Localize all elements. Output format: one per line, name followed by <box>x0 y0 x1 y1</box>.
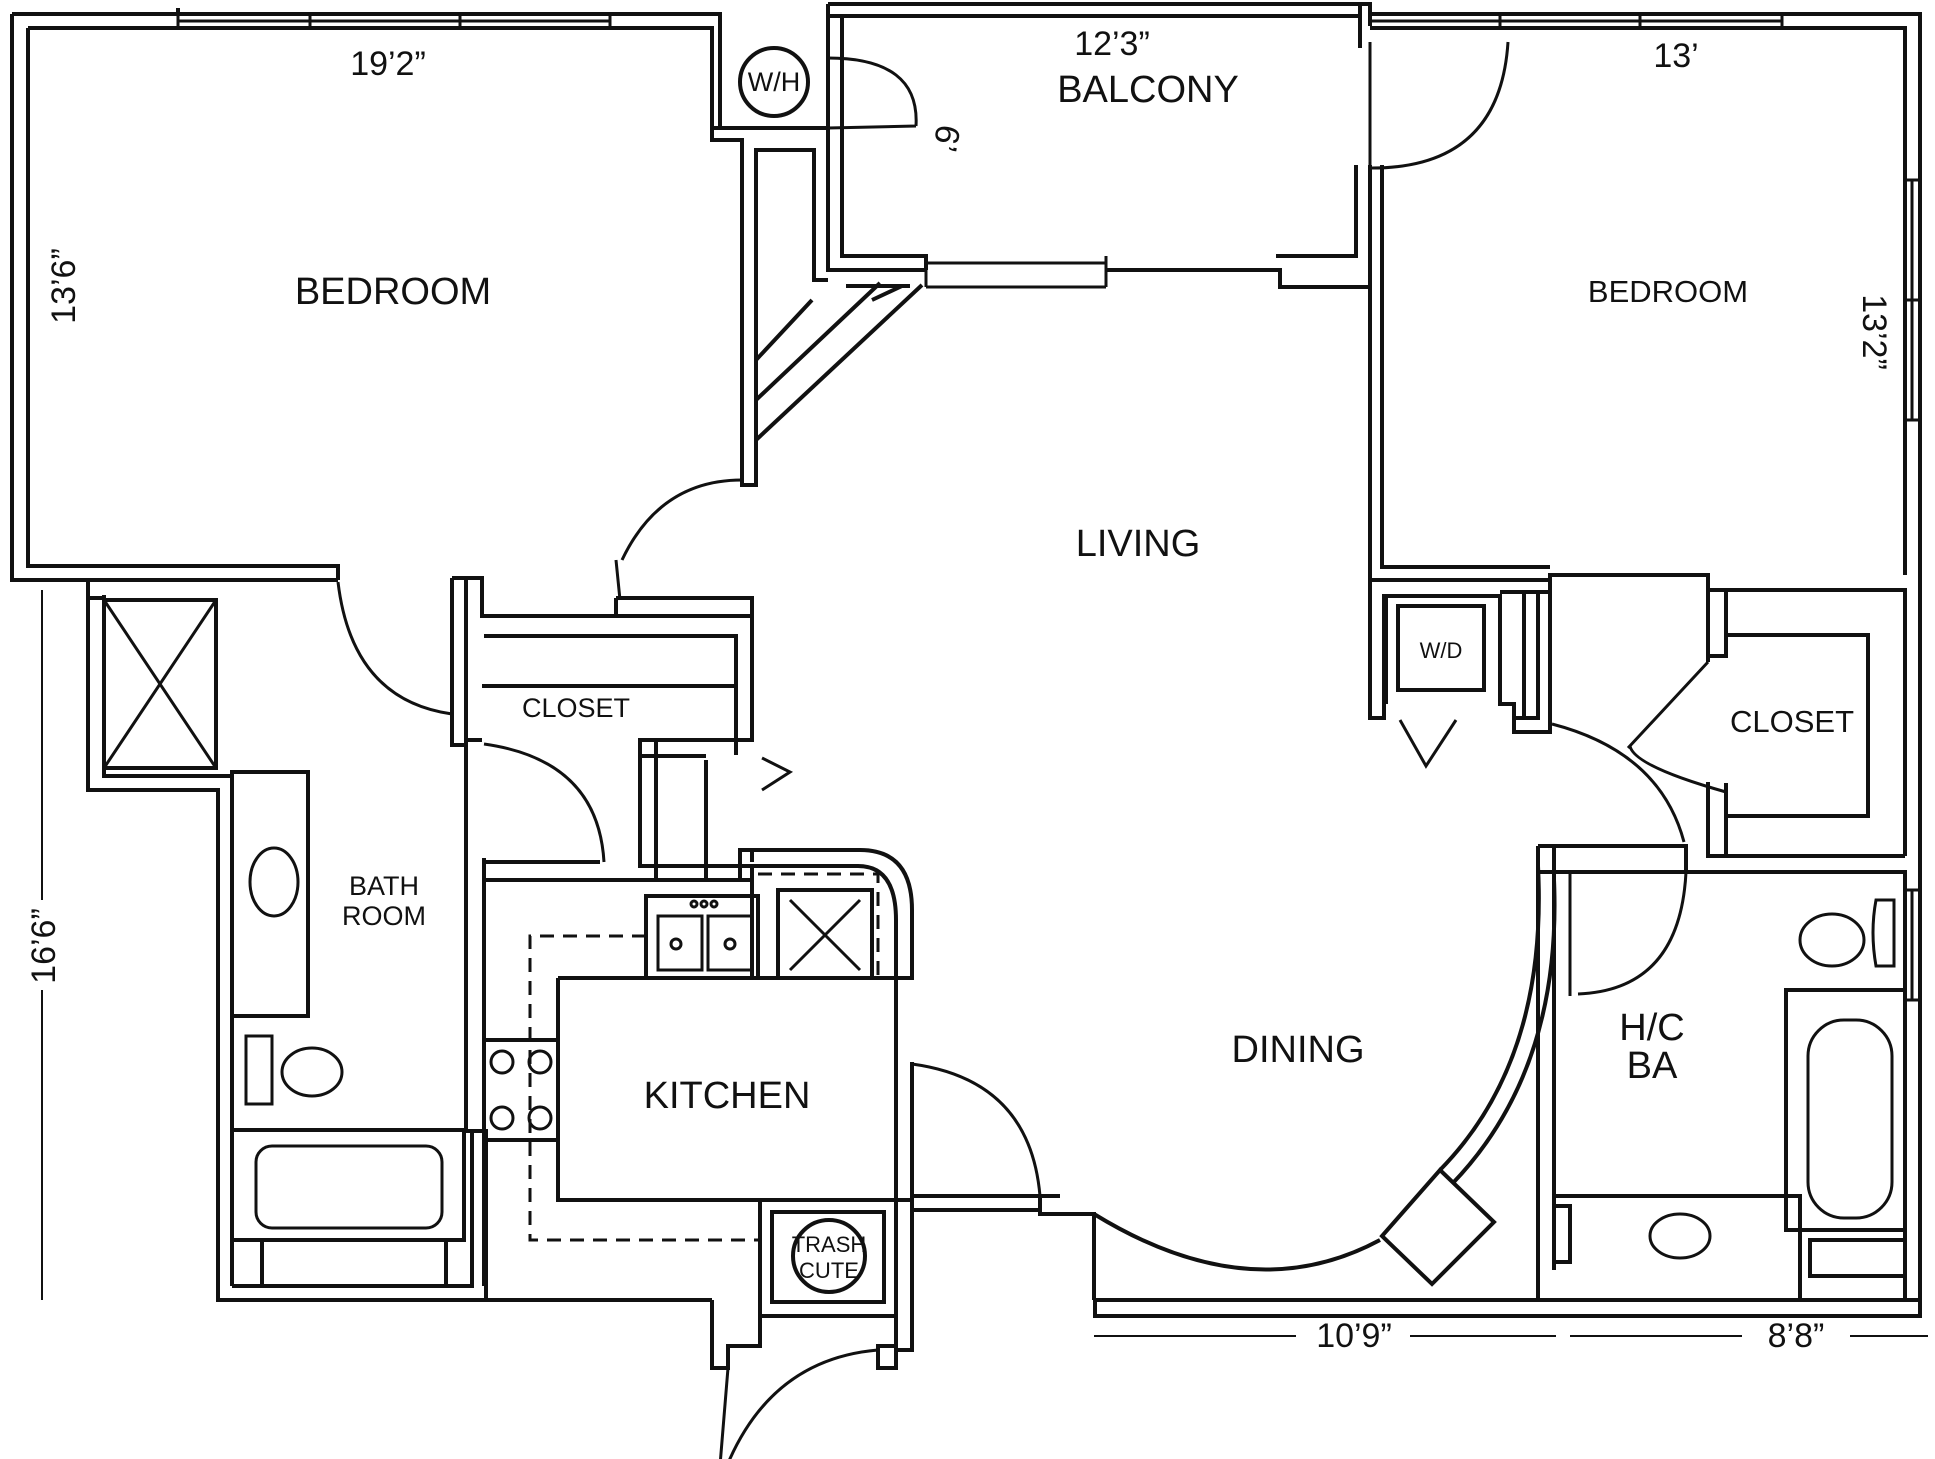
dim-label-bedroom-left-width: 19’2” <box>350 45 426 83</box>
fixture-label-water-heater: W/H <box>748 67 800 97</box>
dim-label-overall-left-depth: 16’6” <box>25 908 63 984</box>
room-label-living: LIVING <box>1076 523 1201 565</box>
fixture-label-trash-line2: CUTE <box>799 1258 859 1283</box>
room-label-hc-line1: H/C <box>1619 1007 1684 1049</box>
room-label-closet-right: CLOSET <box>1730 704 1854 739</box>
room-label-hc-line2: BA <box>1627 1045 1678 1087</box>
fixture-label-trash-line1: TRASH <box>792 1232 867 1257</box>
outer-walls <box>10 2 1922 1318</box>
dim-label-bedroom-right-width: 13’ <box>1653 37 1698 75</box>
room-label-bedroom-right: BEDROOM <box>1588 274 1748 309</box>
dining-curved-wall-right <box>1438 865 1541 1172</box>
dim-label-balcony-depth: 6’ <box>925 122 967 155</box>
room-label-bedroom-left: BEDROOM <box>295 271 491 313</box>
fixtures <box>102 598 1918 1288</box>
room-label-dining: DINING <box>1232 1029 1365 1071</box>
dim-label-bedroom-right-depth: 13’2” <box>1855 294 1893 370</box>
fixture-label-washer-dryer: W/D <box>1420 638 1463 663</box>
dim-label-bedroom-left-depth: 13’6” <box>45 248 83 324</box>
dining-curved-wall <box>1092 1212 1381 1272</box>
windows <box>176 14 1920 1002</box>
dim-label-balcony-width: 12’3” <box>1074 25 1150 63</box>
interior-walls <box>450 28 1907 1370</box>
room-label-kitchen: KITCHEN <box>644 1075 811 1117</box>
room-label-bath-line1: BATH <box>349 871 419 901</box>
dim-label-bath-width: 8’8” <box>1768 1317 1825 1355</box>
room-label-balcony: BALCONY <box>1057 69 1239 111</box>
dimension-lines <box>41 590 1928 1337</box>
room-label-bath-line2: ROOM <box>342 901 426 931</box>
dining-curved-wall-right-inner <box>1450 879 1557 1186</box>
dim-label-dining-width: 10’9” <box>1316 1317 1392 1355</box>
doors <box>336 41 1727 1459</box>
room-label-closet-left: CLOSET <box>522 693 630 723</box>
